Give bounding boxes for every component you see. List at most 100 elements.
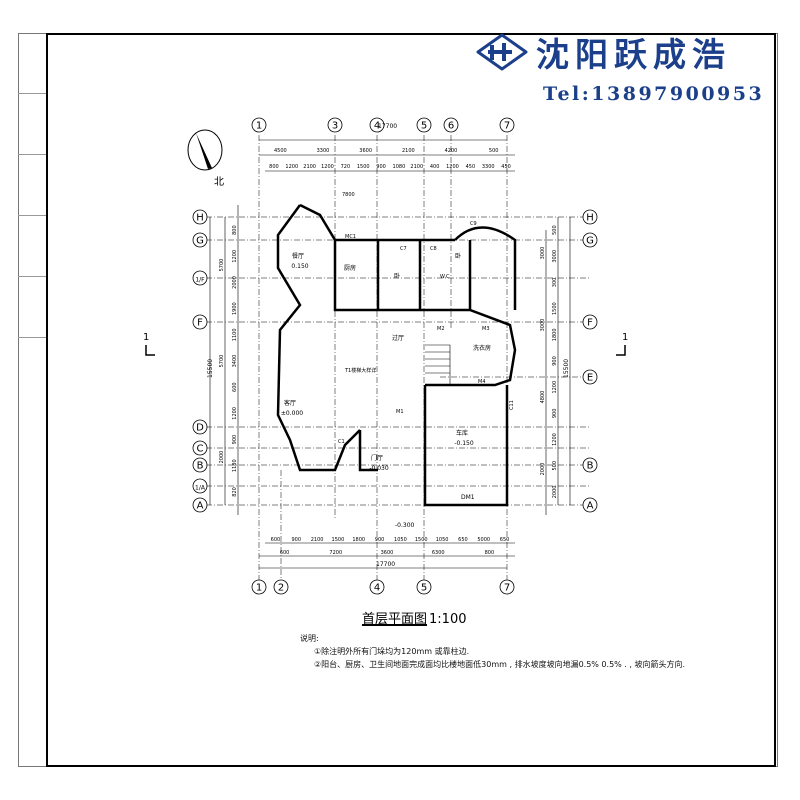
svg-text:E: E [587,373,593,384]
dim-left: 2000 [232,276,238,289]
door-m3: M3 [482,326,490,332]
svg-text:5: 5 [421,583,427,594]
dim-bottom-detail: 1500 [332,537,345,543]
dim-left-main: 5700 [219,355,225,368]
svg-text:1: 1 [256,121,262,132]
axis-bubble-left: G [192,232,208,248]
drawing-frame [46,33,776,767]
dim-top-detail: 1200 [285,164,298,170]
svg-text:A: A [197,501,204,512]
svg-text:B: B [197,461,204,472]
dim-right-main: 3000 [540,247,546,260]
dim-top-detail: 450 [501,164,511,170]
dim-right: 900 [552,356,558,366]
room-name: 卧 [455,252,461,260]
dim-right: 500 [552,225,558,235]
room-name: 客厅 [284,399,296,407]
door-m4: M4 [478,379,486,385]
dim-top-main: 500 [489,148,499,154]
svg-text:7: 7 [504,121,510,132]
room-name: 卧 [394,272,400,280]
dim-left: 600 [232,382,238,392]
dim-top-main: 4200 [445,148,458,154]
dim-top-detail: 1080 [393,164,406,170]
logo-diamond-icon [476,33,528,71]
dim-left: 1100 [232,328,238,341]
room-level: -0.150 [454,440,474,447]
svg-text:H: H [586,213,594,224]
axis-bubble-bottom: 7 [499,579,515,595]
dim-bottom-detail: 900 [291,537,301,543]
room-name: 餐厅 [292,252,304,260]
north-label: 北 [214,176,224,188]
dim-bottom-detail: 600 [271,537,281,543]
dim-top-detail: 720 [341,164,351,170]
window-mc1: MC1 [345,234,356,240]
company-name: 沈阳跃成浩 [536,35,731,74]
window-c9: C9 [470,221,477,227]
room-name: 厨房 [344,264,356,272]
svg-text:1: 1 [256,583,262,594]
svg-text:3: 3 [332,121,338,132]
svg-text:6: 6 [448,121,454,132]
dim-top-detail: 450 [466,164,476,170]
dim-left: 1200 [232,250,238,263]
door-m1: M1 [396,409,404,415]
dim-bottom-detail: 650 [458,537,468,543]
dim-right-main: 4800 [540,391,546,404]
dim-top-main: 2100 [402,148,415,154]
overall-depth-left: 15500 [207,359,214,378]
dim-top-detail: 900 [376,164,386,170]
axis-bubble-right: G [582,232,598,248]
company-logo: 沈阳跃成浩 [476,28,731,76]
dim-top-detail: 3300 [482,164,495,170]
dim-right: 2000 [552,486,558,499]
company-tel: Tel:13897900953 [543,83,765,105]
dim-right: 900 [552,409,558,419]
dim-bottom-detail: 900 [375,537,385,543]
dim-top-detail: 1500 [357,164,370,170]
dim-left: 820 [232,487,238,497]
axis-bubble-left: H [192,209,208,225]
drawing-title: 首层平面图 [362,612,428,627]
axis-bubble-left: 1/A [192,478,208,494]
dim-bottom-detail: 2100 [311,537,324,543]
svg-text:D: D [196,423,204,434]
overall-dim-bottom: 17700 [376,561,395,568]
north-arrow-icon: 北 [187,129,224,188]
axis-bubble-top: 3 [327,117,343,133]
dim-bottom-detail: 1500 [415,537,428,543]
axis-bubble-right: A [582,497,598,513]
dim-bottom-detail: 1050 [436,537,449,543]
svg-text:F: F [197,318,203,329]
room-name: 洗衣房 [473,344,491,352]
axis-bubble-top: 6 [443,117,459,133]
dim-top-detail: 2100 [410,164,423,170]
svg-text:5: 5 [421,121,427,132]
axis-grid [206,135,590,580]
axis-bubble-bottom: 1 [251,579,267,595]
dim-right: 1200 [552,381,558,394]
axis-bubble-left: F [192,314,208,330]
svg-text:4: 4 [374,583,380,594]
axis-bubble-right: E [582,369,598,385]
dim-top-detail: 1200 [446,164,459,170]
title-block-strip [18,33,46,767]
note-item: ②阳台、厨房、卫生间地面完成面均比楼地面低30mm , 排水坡度坡向地漏0.5%… [314,660,686,669]
axis-bubble-top: 4 [369,117,385,133]
axis-bubble-right: H [582,209,598,225]
note-item: ①除注明外所有门垛均为120mm 或靠柱边. [314,647,470,656]
dim-left-main: 5700 [219,259,225,272]
dim-left: 900 [232,435,238,445]
svg-text:G: G [586,236,594,247]
room-name: 过厅 [392,334,404,342]
dim-top-detail: 400 [430,164,440,170]
section-mark-left: 1 [143,332,155,356]
room-name: 车库 [456,429,468,437]
dim-left: 1900 [232,302,238,315]
window-c7: C7 [400,246,407,252]
notes-heading: 说明: [300,634,319,643]
dim-bottom-detail: 1050 [394,537,407,543]
axis-bubble-top: 7 [499,117,515,133]
